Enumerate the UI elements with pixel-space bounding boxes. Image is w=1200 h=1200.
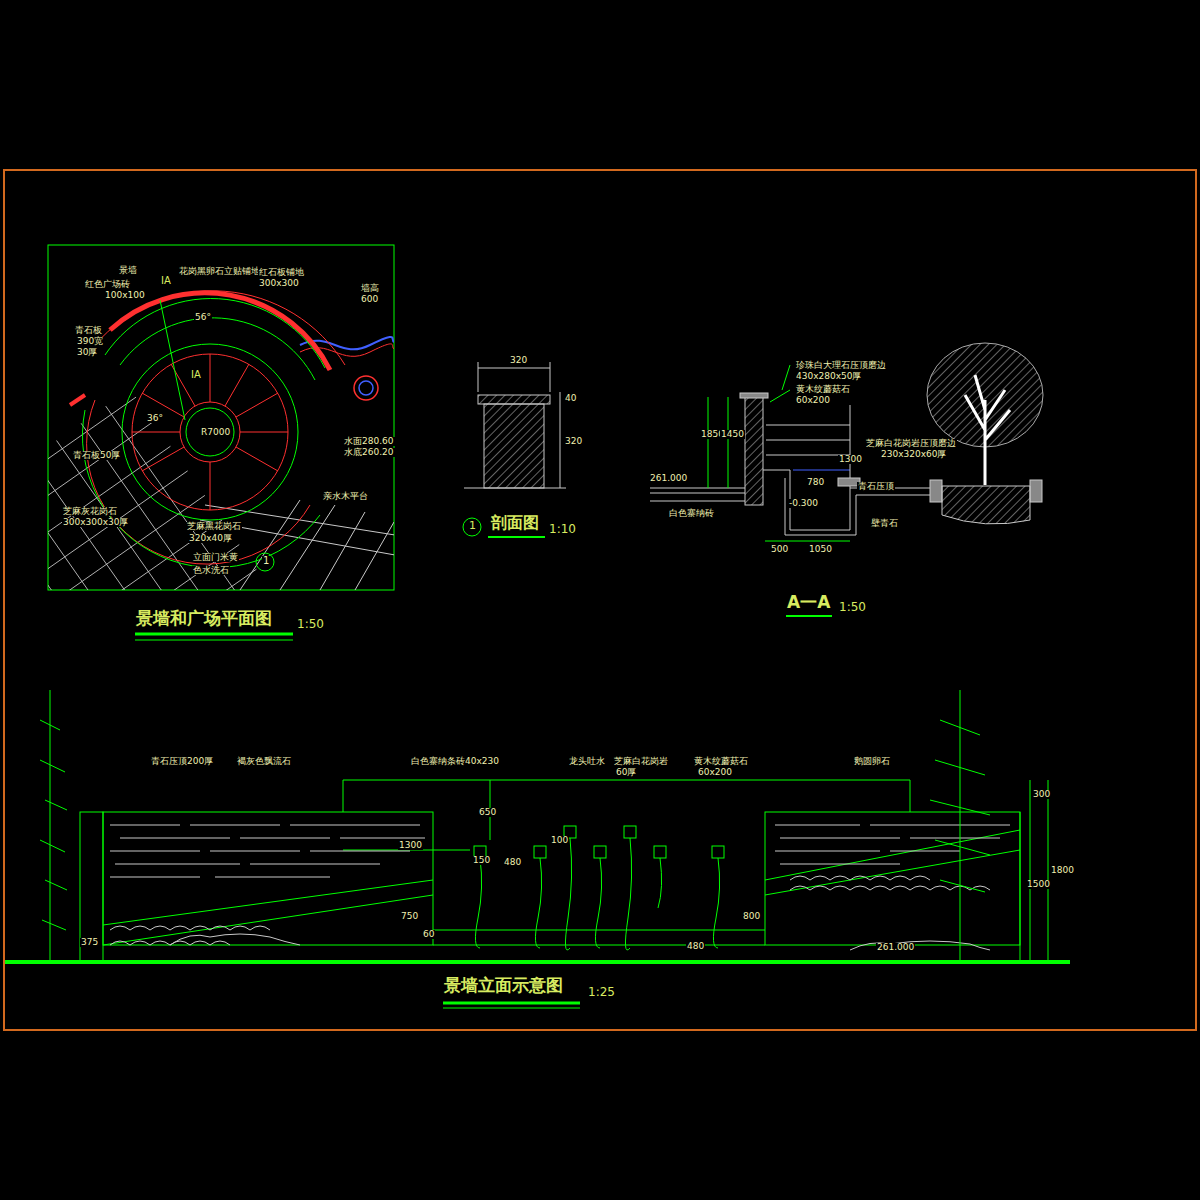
annotation-label: 芝麻灰花岗石 <box>62 507 118 516</box>
annotation-label: 黄木纹蘑菇石 <box>693 757 749 766</box>
annotation-label: 100x100 <box>104 291 146 300</box>
annotation-label: 60x200 <box>697 768 733 777</box>
annotation-label: 500 <box>770 545 789 554</box>
annotation-label: 1300 <box>398 841 423 850</box>
drawing-title: IA <box>190 370 202 381</box>
annotation-label: 800 <box>742 912 761 921</box>
drawing-title: 景墙和广场平面图 <box>135 610 273 628</box>
annotation-label: 墙高 <box>360 284 380 293</box>
annotation-label: 青石压顶 <box>857 482 895 491</box>
annotation-label: 褐灰色飘流石 <box>236 757 292 766</box>
annotation-label: 300x300 <box>258 279 300 288</box>
annotation-label: 1050 <box>808 545 833 554</box>
annotation-label: 390宽 <box>76 337 104 346</box>
annotation-label: 320x40厚 <box>188 534 233 543</box>
annotation-label: 色水洗石 <box>192 566 230 575</box>
annotation-label: 375 <box>80 938 99 947</box>
annotation-label: 青石板 <box>74 326 103 335</box>
annotation-label: 亲水木平台 <box>322 492 369 501</box>
annotation-label: 300x300x30厚 <box>62 518 129 527</box>
annotation-label: 红石板铺地 <box>258 268 305 277</box>
annotation-label: 36° <box>146 414 164 423</box>
drawing-title: 1:50 <box>838 601 867 614</box>
annotation-label: 芝麻白花岗岩 <box>613 757 669 766</box>
annotation-label: 230x320x60厚 <box>880 450 947 459</box>
drawing-title: 景墙立面示意图 <box>443 977 564 995</box>
annotation-label: 56° <box>194 313 212 322</box>
drawing-title: 1:10 <box>548 523 577 536</box>
annotation-label: 青石压顶200厚 <box>150 757 214 766</box>
annotation-label: 60厚 <box>615 768 637 777</box>
annotation-label: 黄木纹蘑菇石 <box>795 385 851 394</box>
annotation-label: 60 <box>422 930 435 939</box>
annotation-label: 40 <box>564 394 577 403</box>
annotation-label: 1450 <box>720 430 745 439</box>
annotation-label: 780 <box>806 478 825 487</box>
annotation-label: 立面门米黄 <box>192 553 239 562</box>
annotation-label: 650 <box>478 808 497 817</box>
annotation-label: 750 <box>400 912 419 921</box>
annotation-label: 480 <box>503 858 522 867</box>
annotation-label: 60x200 <box>795 396 831 405</box>
drawing-title: 1 <box>468 520 477 532</box>
annotation-label: 1 <box>262 556 270 567</box>
annotation-label: 1300 <box>838 455 863 464</box>
annotation-label: 430x280x50厚 <box>795 372 862 381</box>
annotation-label: 景墙 <box>118 266 138 275</box>
annotation-label: -0.300 <box>788 499 819 508</box>
annotation-label: 珍珠白大理石压顶磨边 <box>795 361 887 370</box>
annotation-label: 320 <box>509 356 528 365</box>
annotation-label: 白色寨纳砖 <box>668 509 715 518</box>
annotation-label: 白色寨纳条砖40x230 <box>410 757 500 766</box>
annotation-label: 龙头吐水 <box>568 757 606 766</box>
annotation-label: 水面280.60 <box>343 437 395 446</box>
annotation-label: 水底260.20 <box>343 448 395 457</box>
annotation-label: 芝麻黑花岗石 <box>186 522 242 531</box>
annotation-label: R7000 <box>200 428 231 437</box>
annotation-label: 261.000 <box>649 474 688 483</box>
annotation-label: 1800 <box>1050 866 1075 875</box>
annotation-label: 100 <box>550 836 569 845</box>
annotation-label: 1500 <box>1026 880 1051 889</box>
drawing-title: 1:25 <box>587 986 616 999</box>
annotation-label: 300 <box>1032 790 1051 799</box>
annotation-label: 红色广场砖 <box>84 280 131 289</box>
drawing-title: IA <box>160 276 172 287</box>
annotation-label: 30厚 <box>76 348 98 357</box>
annotation-label: 花岗黑卵石立贴铺地 <box>178 267 261 276</box>
drawing-title: A一A <box>786 594 831 612</box>
drawing-title: 1:50 <box>296 618 325 631</box>
annotation-label: 鹅圆卵石 <box>853 757 891 766</box>
drawing-title: 剖面图 <box>490 515 540 532</box>
annotation-label: 261.000 <box>876 943 915 952</box>
annotation-label: 600 <box>360 295 379 304</box>
annotation-label: 壁青石 <box>870 519 899 528</box>
annotation-label: 芝麻白花岗岩压顶磨边 <box>865 439 957 448</box>
annotation-label: 青石板50厚 <box>72 451 121 460</box>
annotation-label: 480 <box>686 942 705 951</box>
annotation-label: 150 <box>472 856 491 865</box>
annotation-label: 320 <box>564 437 583 446</box>
